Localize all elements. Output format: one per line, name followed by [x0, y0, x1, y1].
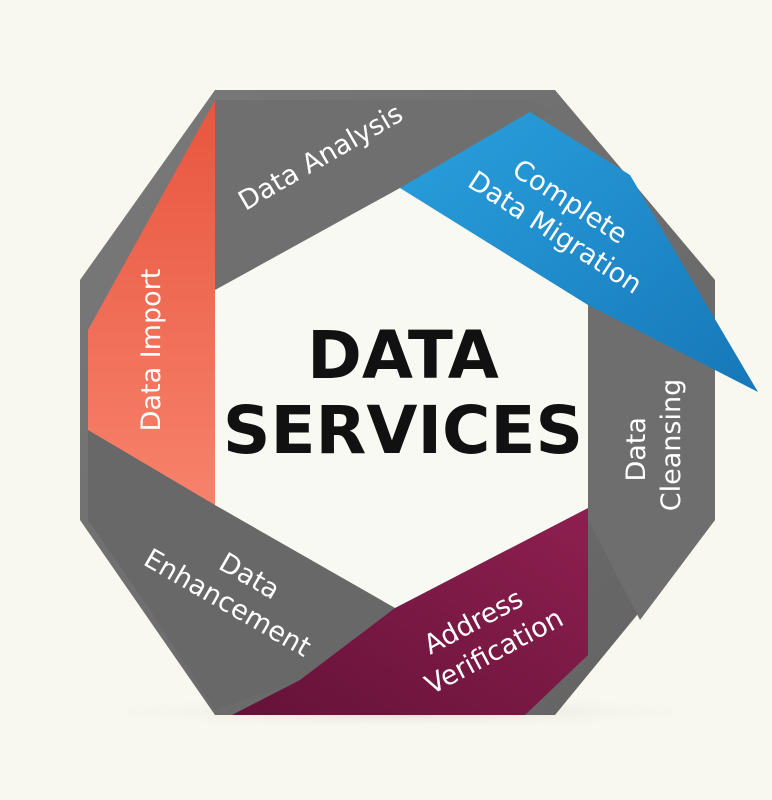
center-title-line1: DATA — [307, 317, 499, 394]
segment-data-cleansing — [588, 305, 715, 620]
segment-complete-data-migration — [400, 112, 758, 392]
inner-hexagon — [215, 188, 588, 608]
label-data-import: Data Import — [136, 269, 167, 432]
segment-address-verification — [232, 508, 588, 715]
segment-data-enhancement — [88, 430, 395, 710]
label-data-cleansing: Data Cleansing — [621, 379, 687, 511]
segment-data-import — [88, 100, 215, 505]
center-title-line2: SERVICES — [223, 392, 583, 469]
